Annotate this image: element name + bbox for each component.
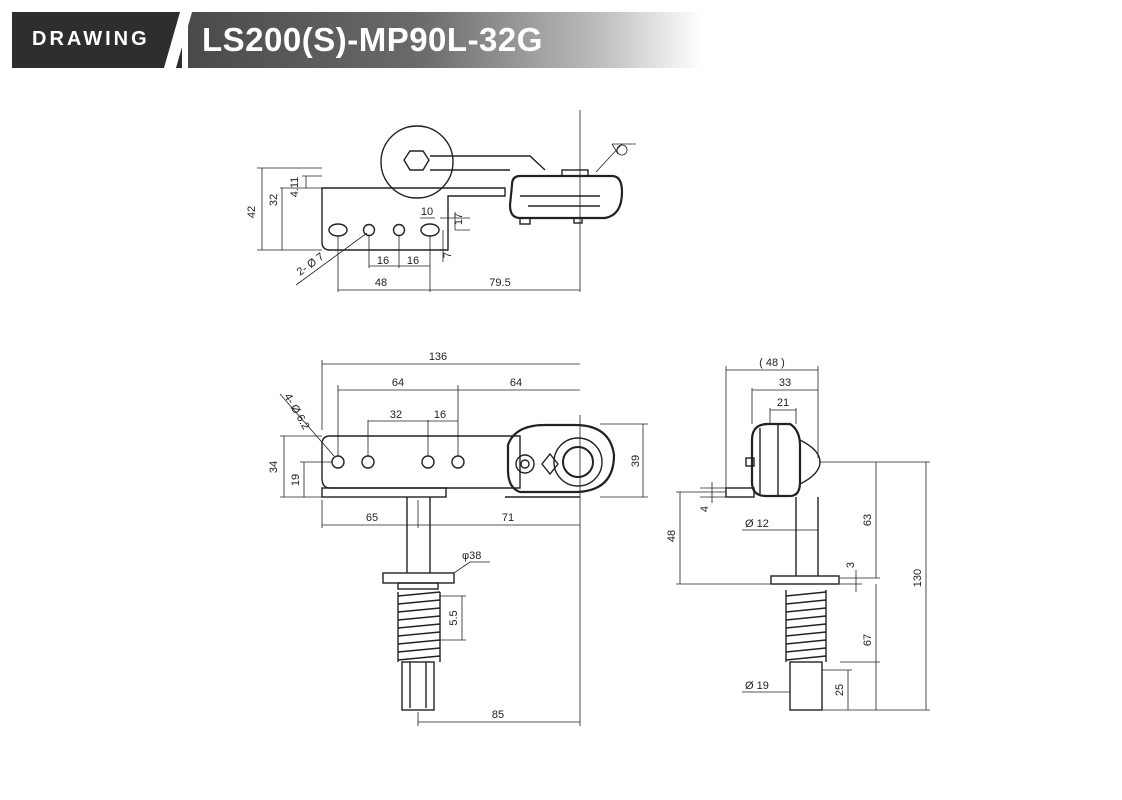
dim-7: 7: [442, 252, 454, 258]
dim-39: 39: [630, 455, 642, 467]
top-view: 42 32 4.11 10 17 7 16 16 48 79.5 2- Ø 7: [246, 110, 636, 292]
dim-48: 48: [666, 530, 678, 542]
dim-79-5: 79.5: [489, 277, 510, 289]
dim-17: 17: [453, 213, 465, 225]
dim-130: 130: [912, 569, 924, 587]
dim-65: 65: [366, 512, 378, 524]
dim-63: 63: [862, 514, 874, 526]
dim-21: 21: [777, 397, 789, 409]
dim-16-b: 16: [407, 255, 419, 267]
dim-71: 71: [502, 512, 514, 524]
top-view-part: [321, 125, 624, 251]
dim-136: 136: [429, 351, 447, 363]
dim-48: 48: [375, 277, 387, 289]
dim-42: 42: [246, 206, 258, 218]
dim-34: 34: [268, 461, 280, 473]
side-view-dimension-lines: [676, 366, 930, 711]
dim-diameter-38: φ38: [462, 550, 481, 562]
dim-5-5: 5.5: [448, 610, 460, 625]
dim-33: 33: [779, 377, 791, 389]
dim-diameter-19: Ø 19: [745, 680, 769, 692]
dim-64-a: 64: [392, 377, 404, 389]
title-background: [188, 12, 702, 68]
dim-32: 32: [268, 194, 280, 206]
dim-10: 10: [421, 206, 433, 218]
top-view-dimension-lines: [257, 110, 636, 292]
dim-85: 85: [492, 709, 504, 721]
drawing-tag: DRAWING: [32, 28, 150, 50]
top-view-dimension-labels: 42 32 4.11 10 17 7 16 16 48 79.5 2- Ø 7: [246, 177, 511, 289]
front-view-dimension-labels: 136 64 64 32 16 4- Ø 6.2 34 19 39 65 71 …: [268, 351, 642, 721]
dim-3: 3: [845, 562, 857, 568]
dim-25: 25: [834, 684, 846, 696]
side-view-dimension-labels: ( 48 ) 33 21 4 Ø 12 48 63 3 130 67 Ø 19 …: [666, 357, 924, 696]
dim-4-11: 4.11: [289, 177, 301, 198]
dim-4: 4: [699, 506, 711, 512]
dim-48-ref: ( 48 ): [759, 357, 785, 369]
front-view: 136 64 64 32 16 4- Ø 6.2 34 19 39 65 71 …: [268, 351, 648, 726]
title-banner: DRAWING LS200(S)-MP90L-32G: [12, 10, 702, 70]
model-title: LS200(S)-MP90L-32G: [202, 21, 543, 58]
dim-16-a: 16: [377, 255, 389, 267]
dim-19: 19: [290, 474, 302, 486]
dim-32: 32: [390, 409, 402, 421]
front-view-part: [321, 423, 616, 711]
dim-hole-callout: 4- Ø 6.2: [281, 392, 311, 432]
dim-diameter-12: Ø 12: [745, 518, 769, 530]
dim-67: 67: [862, 634, 874, 646]
side-view: ( 48 ) 33 21 4 Ø 12 48 63 3 130 67 Ø 19 …: [666, 357, 930, 711]
dim-64-b: 64: [510, 377, 522, 389]
side-view-part: [725, 422, 840, 711]
drawing-tag-background: [12, 12, 182, 68]
dim-16: 16: [434, 409, 446, 421]
front-view-dimension-lines: [279, 360, 648, 726]
